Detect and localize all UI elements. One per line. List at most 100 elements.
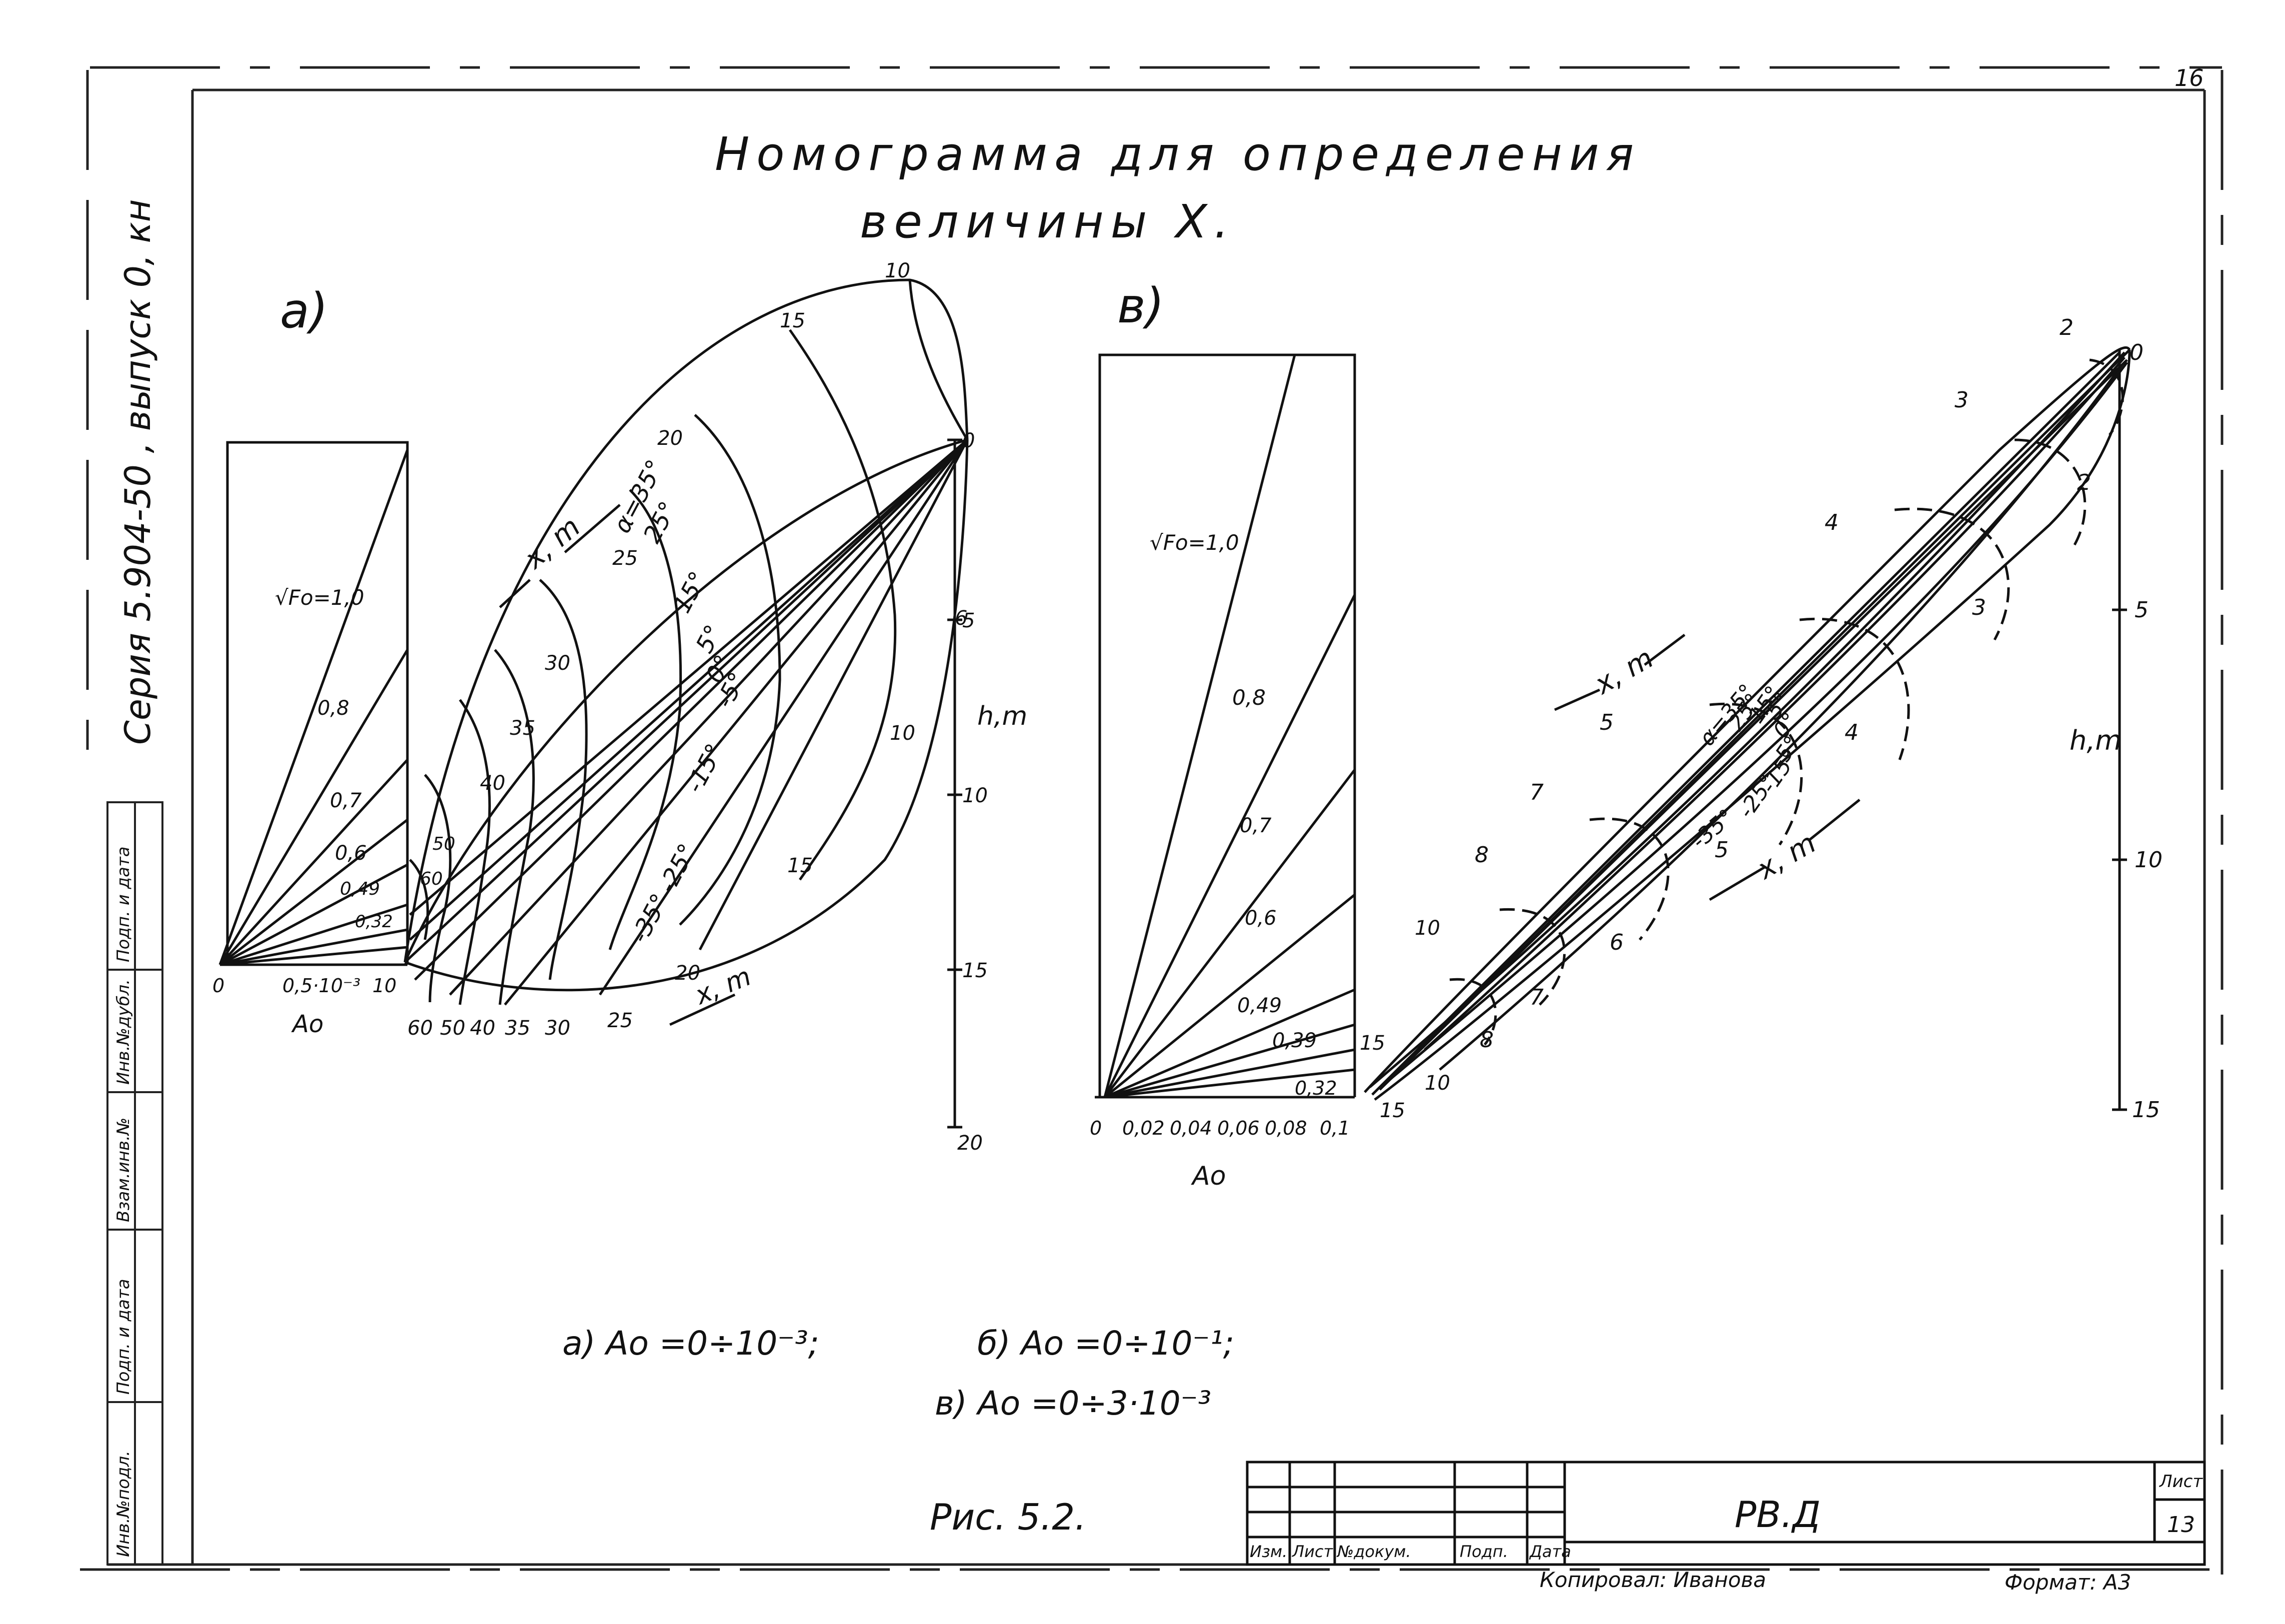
nomogram-a-x-lower-4: 35 bbox=[505, 1017, 530, 1040]
nomogram-a-label: а) bbox=[280, 283, 328, 339]
nomogram-a-x-lower-1: 60 bbox=[407, 1017, 433, 1040]
nomogram-b-upper-4: 5 bbox=[1600, 710, 1614, 735]
corner-number: 16 bbox=[2175, 64, 2204, 91]
nomogram-a-sqrt-label: √Fo=1,0 bbox=[275, 585, 364, 610]
nomogram-a-ao-tick-2: 10 bbox=[372, 975, 396, 997]
nomogram-a-x-lower-9: 10 bbox=[890, 722, 915, 745]
title-block-header-date: Дата bbox=[1529, 1542, 1571, 1561]
nomogram-a-h-tick-10: 10 bbox=[962, 784, 988, 807]
title-block-copied-by: Копировал: Иванова bbox=[1540, 1568, 1766, 1592]
nomogram-b-ao-tick-1: 0,02 bbox=[1122, 1117, 1165, 1139]
title-block-header-sign: Подп. bbox=[1460, 1542, 1508, 1561]
nomogram-a-x-lower-5: 30 bbox=[545, 1017, 570, 1040]
title-block-header-doc: №докум. bbox=[1336, 1542, 1411, 1561]
nomogram-a-ray-label-2: 0,7 bbox=[330, 789, 362, 812]
nomogram-b-upper-6: 8 bbox=[1475, 842, 1489, 868]
nomogram-a-x-upper-1: 10 bbox=[885, 259, 910, 282]
nomogram-b-ray-label-2: 0,7 bbox=[1240, 814, 1272, 837]
nomogram-a-x-lower-8: 15 bbox=[787, 854, 813, 877]
nomogram-b-h-tick-10: 10 bbox=[2135, 847, 2163, 873]
nomogram-b-ray-label-4: 0,49 bbox=[1237, 994, 1282, 1017]
nomogram-a-x-upper-3: 20 bbox=[657, 427, 683, 450]
nomogram-a-ray-label-3: 0,6 bbox=[335, 842, 367, 865]
legend-c: в) Ao =0÷3·10⁻³ bbox=[935, 1384, 1211, 1423]
figure-caption: Рис. 5.2. bbox=[930, 1496, 1086, 1538]
title-block-sheet-label: Лист bbox=[2159, 1472, 2203, 1492]
stamp-col-5: Подп. и дата bbox=[113, 846, 133, 962]
nomogram-a-h-tick-0: 0 bbox=[962, 429, 975, 452]
nomogram-b-upper-3: 4 bbox=[1825, 510, 1839, 535]
nomogram-b-lower-3: 4 bbox=[1845, 720, 1859, 745]
nomogram-b-sqrt-label: √Fo=1,0 bbox=[1150, 530, 1239, 555]
nomogram-a-h-tick-5: 5 bbox=[962, 609, 975, 632]
title-block-sheet-number: 13 bbox=[2167, 1512, 2195, 1538]
nomogram-a-x-upper-5: 30 bbox=[545, 652, 570, 675]
nomogram-b-h-tick-15: 15 bbox=[2132, 1097, 2160, 1123]
nomogram-a-x-upper-4: 25 bbox=[612, 547, 638, 570]
nomogram-a-grid bbox=[403, 278, 969, 1005]
nomogram-b-ao-tick-4: 0,08 bbox=[1265, 1117, 1307, 1139]
stamp-col-1: Инв.№подл. bbox=[113, 1451, 133, 1557]
title-block bbox=[1246, 1461, 2206, 1566]
title-line-1: Номограмма для определения bbox=[715, 127, 1641, 181]
nomogram-b-upper-2: 3 bbox=[1955, 387, 1969, 413]
nomogram-a-ao-tick-0: 0 bbox=[212, 975, 224, 997]
nomogram-a-x-lower-6: 25 bbox=[607, 1009, 633, 1032]
nomogram-a-ray-label-1: 0,8 bbox=[317, 697, 349, 720]
nomogram-a-angle-lines bbox=[403, 438, 969, 1006]
nomogram-b-h-tick-5: 5 bbox=[2135, 597, 2149, 623]
stamp-col-4: Инв.№дубл. bbox=[113, 979, 133, 1085]
nomogram-b-h-axis bbox=[2112, 350, 2127, 1111]
nomogram-a-right-label-1: 6 bbox=[955, 607, 967, 630]
nomogram-a-angle-label-9: -35° bbox=[625, 889, 674, 948]
nomogram-b-upper-7: 10 bbox=[1415, 917, 1440, 940]
nomogram-b: в) √Fo=1,0 0,8 0,7 0,6 0,49 0,39 0,32 0 … bbox=[1090, 278, 2163, 1191]
title-block-format: Формат: А3 bbox=[2005, 1570, 2131, 1595]
nomogram-b-x-label-lower: x, m bbox=[1751, 827, 1822, 886]
nomogram-b-top-label: 0 bbox=[2130, 340, 2144, 365]
nomogram-b-lower-2: 3 bbox=[1972, 595, 1986, 620]
nomogram-b-lower-8: 10 bbox=[1425, 1072, 1450, 1095]
left-stamp-column bbox=[106, 801, 163, 1566]
nomogram-a-x-upper-7: 40 bbox=[480, 772, 505, 795]
nomogram-a-ray-label-5: 0,32 bbox=[355, 912, 393, 932]
nomogram-b-lower-4: 5 bbox=[1715, 837, 1729, 863]
nomogram-a-x-lower-3: 40 bbox=[470, 1017, 495, 1040]
legend-a: а) Ao =0÷10⁻³; bbox=[562, 1324, 819, 1363]
nomogram-a-angle-label-3: 15° bbox=[668, 567, 712, 617]
nomogram-b-lower-7: 8 bbox=[1480, 1027, 1494, 1053]
nomogram-a-ao-tick-1: 0,5·10⁻³ bbox=[282, 975, 360, 997]
stamp-col-2: Подп. и дата bbox=[113, 1279, 133, 1395]
nomogram-a-h-label: h,m bbox=[977, 701, 1027, 731]
nomogram-a-x-upper-9: 60 bbox=[420, 869, 443, 889]
nomogram-b-x-arrows bbox=[1554, 634, 1861, 901]
nomogram-a-h-tick-15: 15 bbox=[962, 959, 988, 982]
series-side-text: Серия 5.904-50 , выпуск 0, кн bbox=[117, 199, 158, 745]
nomogram-a-rays bbox=[218, 449, 409, 966]
nomogram-a-ao-label: Ao bbox=[291, 1010, 323, 1038]
nomogram-a-angle-label-4: 5° bbox=[690, 620, 728, 657]
nomogram-b-ao-box bbox=[1095, 353, 1356, 1099]
nomogram-a-h-axis bbox=[947, 438, 962, 1129]
title-line-2: величины X. bbox=[860, 195, 1236, 248]
nomogram-b-lower-9: 15 bbox=[1380, 1099, 1405, 1122]
title-block-code: РВ.Д bbox=[1735, 1494, 1821, 1536]
title-block-header-list: Лист bbox=[1292, 1542, 1333, 1561]
title-block-header-izm: Изм. bbox=[1250, 1542, 1287, 1561]
nomogram-b-ao-tick-5: 0,1 bbox=[1320, 1117, 1350, 1139]
nomogram-b-label: в) bbox=[1117, 278, 1164, 334]
nomogram-b-rays bbox=[1103, 354, 1356, 1099]
nomogram-b-lower-5: 6 bbox=[1610, 930, 1624, 955]
nomogram-b-ray-label-1: 0,8 bbox=[1232, 685, 1266, 710]
nomogram-a-x-upper-2: 15 bbox=[780, 309, 805, 332]
nomogram-b-upper-5: 7 bbox=[1530, 780, 1544, 805]
nomogram-a-angle-label-7: -15° bbox=[680, 739, 729, 798]
nomogram-a-ao-box bbox=[220, 441, 409, 966]
nomogram-b-ao-tick-2: 0,04 bbox=[1170, 1117, 1212, 1139]
nomogram-b-ao-tick-0: 0 bbox=[1090, 1117, 1102, 1139]
nomogram-b-ao-tick-3: 0,06 bbox=[1217, 1117, 1260, 1139]
nomogram-b-x-label-upper: x, m bbox=[1589, 642, 1659, 701]
nomogram-a-x-arrows bbox=[499, 504, 736, 1026]
nomogram-a: а) √Fo=1,0 0,8 0,7 0,6 0,49 0,32 0 0,5·1… bbox=[212, 259, 1027, 1155]
